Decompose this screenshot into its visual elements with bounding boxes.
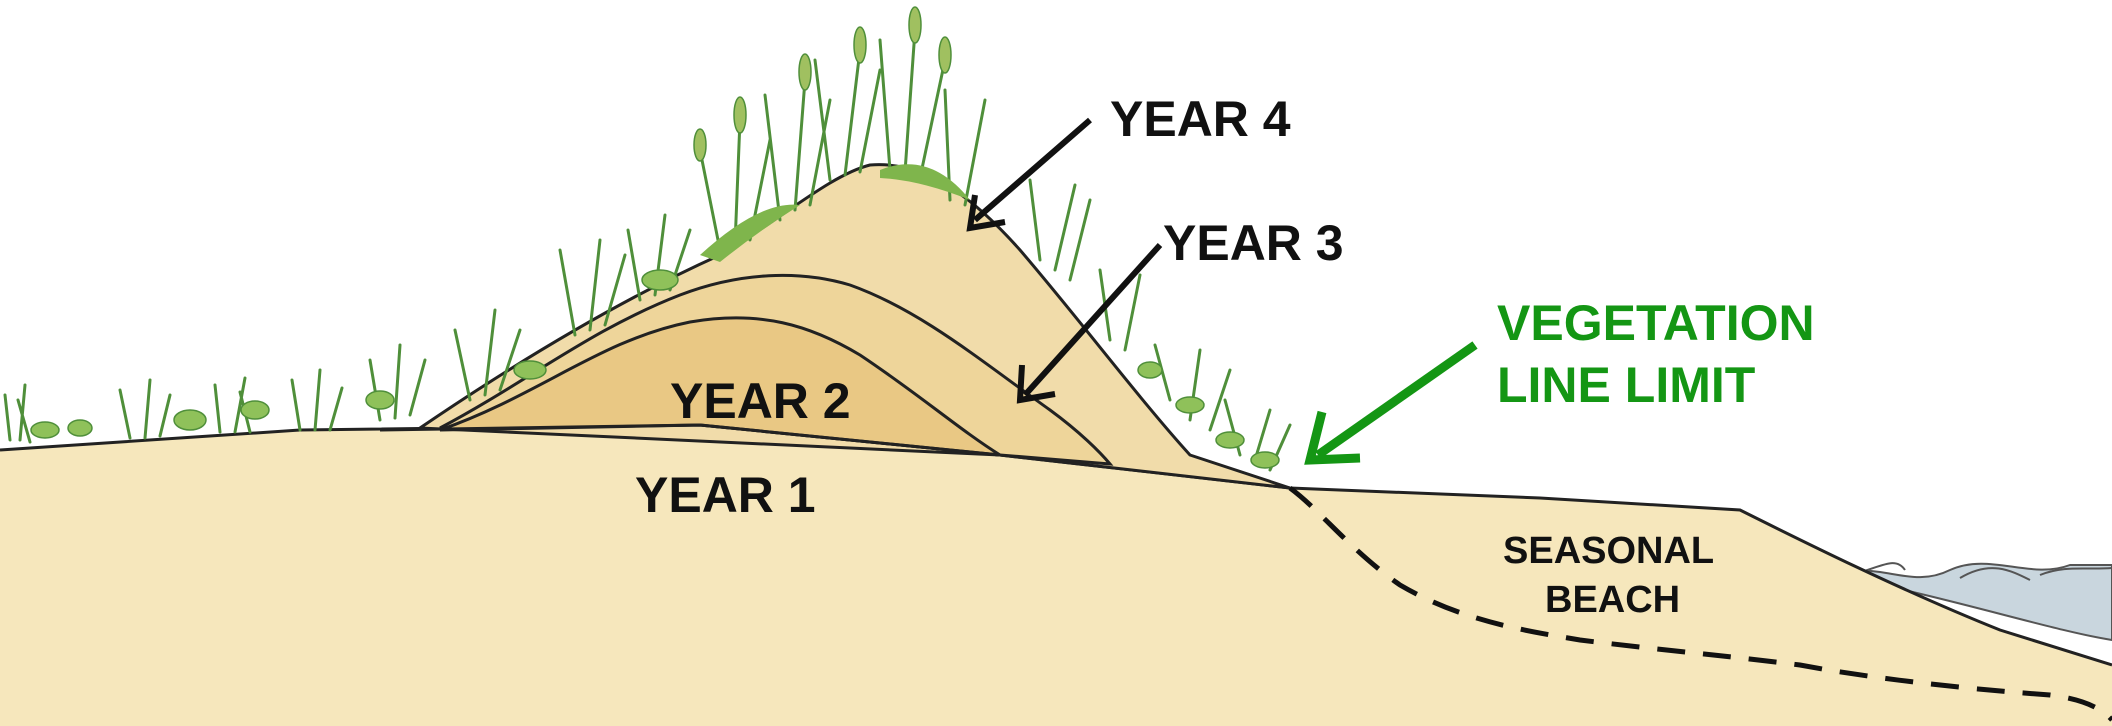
label-year4: YEAR 4	[1110, 91, 1291, 147]
year4-arrow	[970, 120, 1090, 228]
vegetation-line-arrow	[1310, 345, 1475, 460]
label-beach: BEACH	[1545, 579, 1680, 621]
label-year3: YEAR 3	[1163, 215, 1344, 271]
label-seasonal: SEASONAL	[1503, 530, 1714, 572]
label-year2: YEAR 2	[670, 373, 851, 429]
base-sand-year1	[0, 425, 2112, 726]
label-line-limit: LINE LIMIT	[1497, 357, 1755, 413]
label-year1: YEAR 1	[635, 467, 816, 523]
label-vegetation-line: VEGETATION	[1497, 295, 1815, 351]
